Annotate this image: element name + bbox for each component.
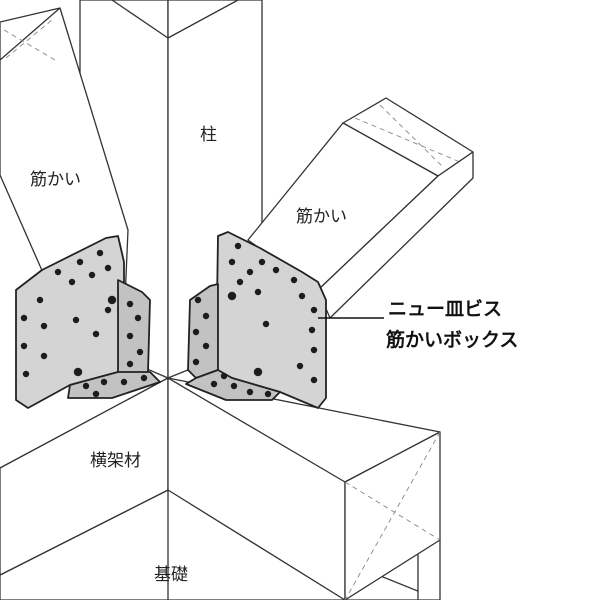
label-column: 柱 [200, 125, 217, 145]
label-right-brace: 筋かい [296, 207, 347, 227]
label-left-brace: 筋かい [30, 170, 81, 190]
left-brace-box-screw-holes [20, 249, 148, 398]
right-brace-box [185, 231, 327, 409]
right-brace-box-screw-holes [192, 242, 318, 398]
label-beam: 横架材 [90, 451, 141, 471]
callout-product-type: 筋かいボックス [386, 328, 518, 351]
beam [0, 377, 441, 600]
right-brace [247, 97, 474, 319]
label-foundation: 基礎 [154, 565, 188, 585]
left-brace-box [15, 235, 161, 409]
callout-product-name: ニュー皿ビス [388, 298, 502, 320]
